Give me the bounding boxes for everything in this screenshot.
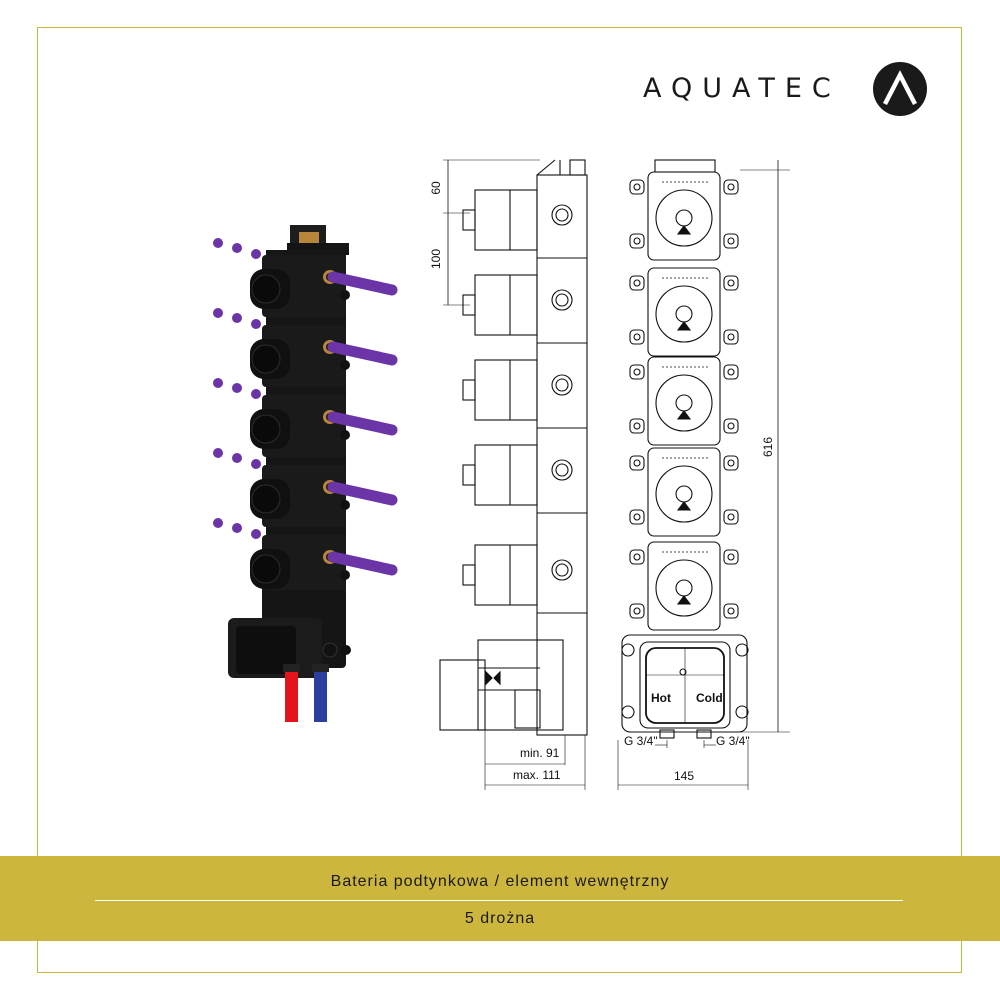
inlet-dot [251,389,261,399]
front-module-dial [655,189,713,247]
front-view [617,159,790,790]
outlet-arrow [327,411,398,436]
inlet-dot [232,523,242,533]
front-module [647,356,721,446]
outlet-arrow [327,551,398,576]
outer-frame [37,27,962,973]
front-module [647,447,721,537]
outlet-arrow [327,341,398,366]
side-module [474,544,538,606]
footer-band: Bateria podtynkowa / element wewnętrzny … [0,856,1000,941]
footer-divider [95,900,903,901]
inlet-dot [213,238,223,248]
brand-logo-icon [873,62,927,116]
dim-min-91: min. 91 [520,746,560,760]
front-module [647,171,721,261]
front-module-dial [655,559,713,617]
brand-wordmark: AQUATEC [643,73,841,104]
cold-pipe [314,668,327,722]
front-module [647,267,721,357]
outlet-arrow [327,271,398,296]
inlet-dot [251,459,261,469]
label-cold: Cold [696,691,723,705]
side-module [474,359,538,421]
label-g-right: G 3/4" [716,734,750,748]
inlet-dot [232,453,242,463]
inlet-dot [213,378,223,388]
technical-drawing: 60 100 min. 91 max. 111 Hot Cold G 3/4" … [213,159,790,790]
front-module-dial [655,465,713,523]
dim-100: 100 [429,249,443,269]
inlet-dot [251,529,261,539]
inlet-dot [232,313,242,323]
dim-616: 616 [761,437,775,457]
label-hot: Hot [651,691,671,705]
side-module [474,274,538,336]
inlet-dot [232,243,242,253]
outlet-arrow [327,481,398,506]
front-module-dial [655,374,713,432]
dim-60: 60 [429,181,443,195]
inlet-dot [251,319,261,329]
dim-145: 145 [674,769,694,783]
inlet-dot [213,448,223,458]
side-view [439,159,588,790]
label-g-left: G 3/4" [624,734,658,748]
front-module-dial [655,285,713,343]
inlet-dot [213,308,223,318]
inlet-dot [213,518,223,528]
front-module [647,541,721,631]
inlet-dot [232,383,242,393]
side-module [474,444,538,506]
product-render [213,225,398,722]
hot-pipe [285,668,298,722]
product-subtitle: 5 drożna [464,910,536,927]
product-title: Bateria podtynkowa / element wewnętrzny [330,873,670,890]
side-module [474,189,538,251]
inlet-dot [251,249,261,259]
dim-max-111: max. 111 [513,768,561,782]
